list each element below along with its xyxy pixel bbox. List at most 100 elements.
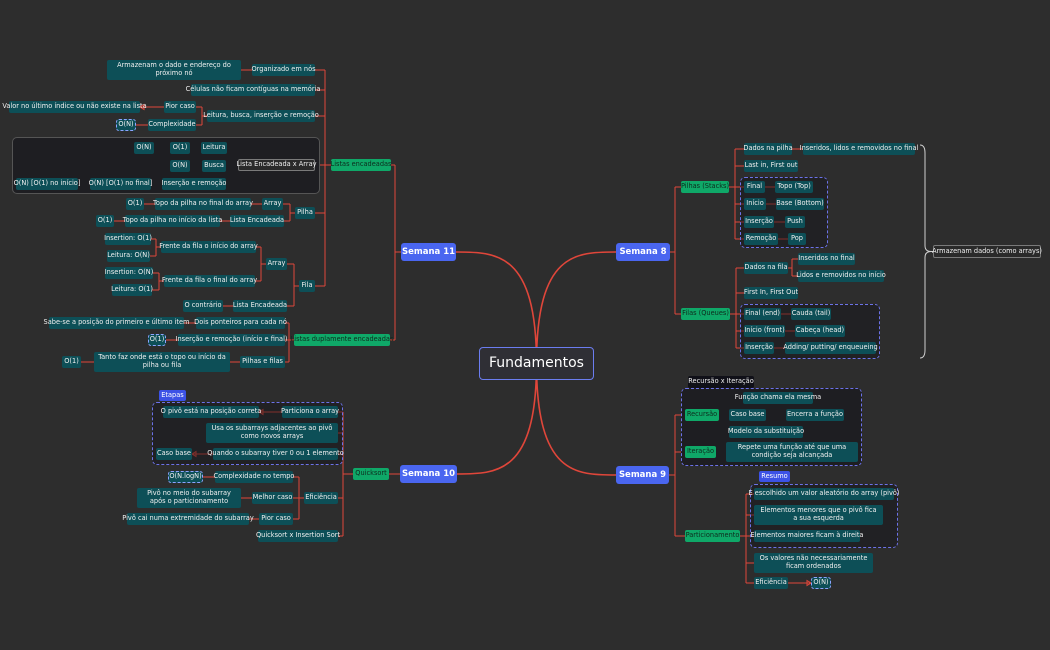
node-lifo[interactable]: Last in, First out xyxy=(744,160,798,172)
node-on-leitura[interactable]: O(N) xyxy=(134,142,154,154)
node-maiores[interactable]: Elementos maiores ficam à direita xyxy=(751,530,863,542)
node-encerra[interactable]: Encerra a função xyxy=(786,409,844,421)
node-ins-rem-ini-fin[interactable]: Inserção e remoção (início e final) xyxy=(176,334,287,346)
node-sabe-se[interactable]: Sabe-se a posição do primeiro e último i… xyxy=(44,317,189,329)
node-insercao-remocao[interactable]: Inserção e remoção xyxy=(162,178,226,190)
node-particionamento[interactable]: Particionamento xyxy=(685,530,740,542)
node-complex-tempo[interactable]: Complexidade no tempo xyxy=(214,471,294,483)
node-qs-vs-is[interactable]: Quicksort x Insertion Sort xyxy=(256,530,340,542)
node-valor-ultimo[interactable]: Valor no último índice ou não existe na … xyxy=(2,101,147,113)
node-caso-base-s9[interactable]: Caso base xyxy=(729,409,766,421)
node-o1-dupla[interactable]: O(1) xyxy=(148,334,166,346)
node-pior-caso-s10[interactable]: Pior caso xyxy=(259,513,293,525)
node-filas-queues[interactable]: Filas (Queues) xyxy=(681,308,730,320)
node-topo-final[interactable]: Topo da pilha no final do array xyxy=(153,198,253,210)
node-pilhas-stacks[interactable]: Pilhas (Stacks) xyxy=(681,181,729,193)
node-insercao-fila[interactable]: Inserção xyxy=(744,342,774,354)
node-busca[interactable]: Busca xyxy=(202,160,226,172)
node-lista-vs-array[interactable]: Lista Encadeada x Array xyxy=(236,159,317,171)
node-inseridos-lidos[interactable]: Inseridos, lidos e removidos no final xyxy=(800,143,918,155)
topic-semana-11[interactable]: Semana 11 xyxy=(401,243,456,261)
node-on-final[interactable]: O(N) [O(1) no final] xyxy=(89,178,152,190)
node-listas-duplamente[interactable]: Listas duplamente encadeadas xyxy=(291,334,393,346)
node-tanto-faz[interactable]: Tanto faz onde está o topo ou início da … xyxy=(94,352,230,372)
node-iteracao[interactable]: Iteração xyxy=(685,446,716,458)
node-particiona[interactable]: Particiona o array xyxy=(281,406,339,418)
node-final-end[interactable]: Final (end) xyxy=(744,308,781,320)
node-on-complexidade[interactable]: O(N) xyxy=(116,119,136,131)
node-on-inicio[interactable]: O(N) [O(1) no início] xyxy=(14,178,80,190)
node-o1-pilha-2[interactable]: O(1) xyxy=(96,215,114,227)
node-melhor-caso[interactable]: Melhor caso xyxy=(252,492,293,504)
node-array-fila[interactable]: Array xyxy=(266,258,287,270)
node-repete[interactable]: Repete uma função até que uma condição s… xyxy=(726,442,858,462)
node-recursao[interactable]: Recursão xyxy=(685,409,719,421)
topic-semana-10[interactable]: Semana 10 xyxy=(400,465,457,483)
node-cauda[interactable]: Cauda (tail) xyxy=(791,308,831,320)
node-armazenam-dado[interactable]: Armazenam o dado e endereço do próximo n… xyxy=(107,60,241,80)
root-topic[interactable]: Fundamentos xyxy=(479,347,594,380)
node-organizado[interactable]: Organizado em nós xyxy=(251,64,316,76)
node-menores[interactable]: Elementos menores que o pivô fica a sua … xyxy=(754,505,883,525)
node-usa-subarrays[interactable]: Usa os subarrays adjacentes ao pivô como… xyxy=(206,423,338,443)
node-escolhido[interactable]: É escolhido um valor aleatório do array … xyxy=(749,488,899,500)
node-inseridos-final[interactable]: Inseridos no final xyxy=(798,253,855,265)
node-frente-final[interactable]: Frente da fila o final do array xyxy=(162,275,257,287)
node-remocao-pilha[interactable]: Remoção xyxy=(744,233,778,245)
node-on-s9[interactable]: O(N) xyxy=(811,577,831,589)
node-adding[interactable]: Adding/ putting/ enqueueing xyxy=(783,342,878,354)
node-o-contrario[interactable]: O contrário xyxy=(183,300,223,312)
node-topo-top[interactable]: Topo (Top) xyxy=(775,181,813,193)
node-insercao-pilha[interactable]: Inserção xyxy=(744,216,774,228)
node-eficiencia-s9[interactable]: Eficiência xyxy=(754,577,788,589)
topic-semana-8[interactable]: Semana 8 xyxy=(616,243,670,261)
node-base-bottom[interactable]: Base (Bottom) xyxy=(776,198,824,210)
node-o1-pilha-1[interactable]: O(1) xyxy=(126,198,144,210)
node-lista-enc-fila[interactable]: Lista Encadeada xyxy=(233,300,287,312)
node-quando-subarray[interactable]: Quando o subarray tiver 0 ou 1 elemento xyxy=(207,448,344,460)
node-leitura[interactable]: Leitura xyxy=(201,142,227,154)
node-o1-dupla-2[interactable]: O(1) xyxy=(62,356,81,368)
node-topo-inicio[interactable]: Topo da pilha no início da lista xyxy=(123,215,222,227)
node-leit-on[interactable]: Leitura: O(N) xyxy=(107,250,150,262)
node-complexidade[interactable]: Complexidade xyxy=(148,119,196,131)
node-o1-leitura[interactable]: O(1) xyxy=(170,142,190,154)
node-array-pilha[interactable]: Array xyxy=(262,198,283,210)
node-fifo[interactable]: First In, First Out xyxy=(744,287,798,299)
node-inicio-front[interactable]: Início (front) xyxy=(744,325,785,337)
node-cabeca[interactable]: Cabeça (head) xyxy=(795,325,845,337)
node-lista-enc-pilha[interactable]: Lista Encadeada xyxy=(230,215,284,227)
node-dois-ponteiros[interactable]: Dois ponteiros para cada nó xyxy=(194,317,287,329)
node-pilha[interactable]: Pilha xyxy=(295,207,315,219)
node-frente-inicio[interactable]: Frente da fila o início do array xyxy=(159,241,258,253)
node-listas-encadeadas[interactable]: Listas encadeadas xyxy=(331,159,391,171)
topic-semana-9[interactable]: Semana 9 xyxy=(616,466,669,484)
node-caso-base-s10[interactable]: Caso base xyxy=(156,448,192,460)
node-celulas[interactable]: Células não ficam contíguas na memória xyxy=(186,84,320,96)
node-leit-o1[interactable]: Leitura: O(1) xyxy=(111,284,153,296)
node-quicksort[interactable]: Quicksort xyxy=(353,468,389,480)
node-lidos-removidos[interactable]: Lidos e removidos no início xyxy=(796,270,886,282)
node-pivo-extremidade[interactable]: Pivô cai numa extremidade do subarray xyxy=(122,513,254,525)
node-fila[interactable]: Fila xyxy=(299,280,315,292)
node-pivo-pos[interactable]: O pivô está na posição correta xyxy=(161,406,261,418)
node-leitura-busca[interactable]: Leitura, busca, inserção e remoção xyxy=(203,110,319,122)
node-modelo-subst[interactable]: Modelo da substituição xyxy=(728,426,804,438)
node-nao-ordenados[interactable]: Os valores não necessariamente ficam ord… xyxy=(754,553,873,573)
node-onlogn[interactable]: O(N.logN) xyxy=(168,471,203,483)
node-push[interactable]: Push xyxy=(785,216,805,228)
node-ins-o1[interactable]: Insertion: O(1) xyxy=(104,233,152,245)
node-final-pilha[interactable]: Final xyxy=(744,181,765,193)
node-on-busca[interactable]: O(N) xyxy=(170,160,190,172)
node-inicio-pilha[interactable]: Início xyxy=(744,198,766,210)
node-pilhas-filas[interactable]: Pilhas e filas xyxy=(240,356,285,368)
node-funcao-chama[interactable]: Função chama ela mesma xyxy=(735,392,821,404)
node-pop[interactable]: Pop xyxy=(788,233,806,245)
node-dados-fila[interactable]: Dados na fila xyxy=(744,262,788,274)
node-eficiencia-s10[interactable]: Eficiência xyxy=(304,492,338,504)
node-dados-pilha[interactable]: Dados na pilha xyxy=(743,143,793,155)
node-pivo-meio[interactable]: Pivô no meio do subarray após o particio… xyxy=(137,488,241,508)
node-ins-on[interactable]: Insertion: O(N) xyxy=(105,267,153,279)
node-armazenam-dados[interactable]: Armazenam dados (como arrays) xyxy=(932,245,1042,258)
node-pior-caso[interactable]: Pior caso xyxy=(164,101,196,113)
